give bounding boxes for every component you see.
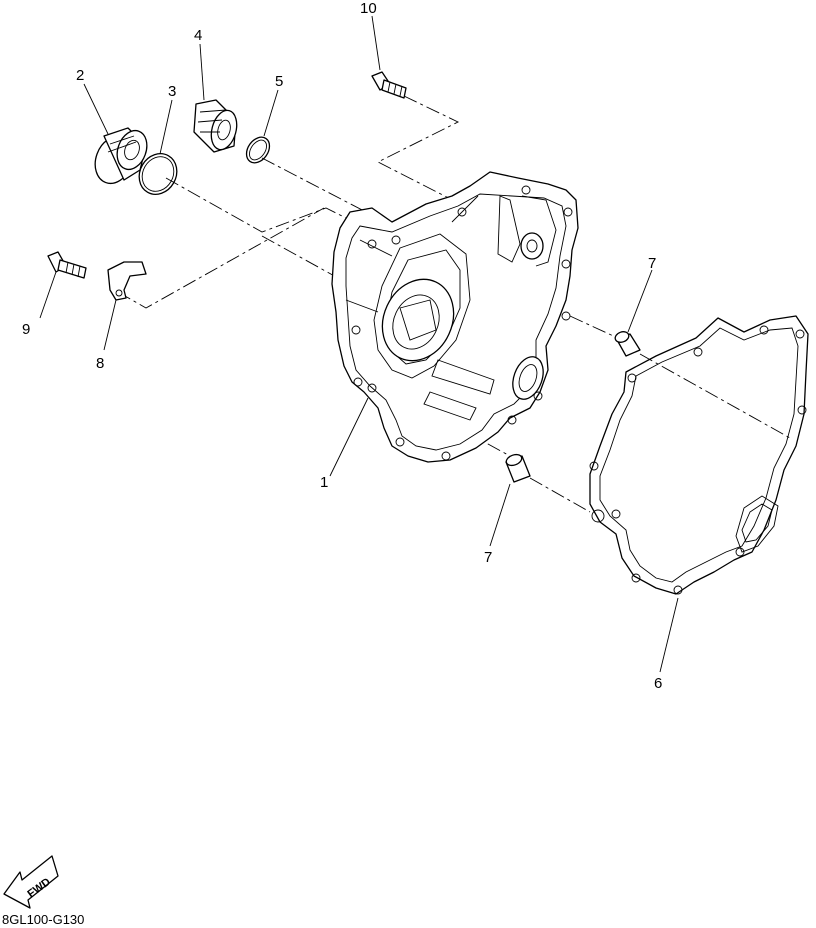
callout-3: 3: [168, 83, 176, 100]
dowel-pin-upper: [614, 331, 641, 357]
callout-8: 8: [96, 355, 104, 372]
leader-lines: [39, 15, 679, 673]
forward-arrow-icon: FWD: [3, 855, 59, 909]
callout-6: 6: [654, 675, 662, 692]
callout-1: 1: [320, 474, 328, 491]
cap: [193, 99, 238, 153]
callout-5: 5: [275, 73, 283, 90]
callout-7-upper: 7: [648, 255, 656, 272]
callout-labels: 10 2 3 4 5 9 8 1 7 7 6: [22, 0, 662, 692]
o-ring-large: [138, 153, 178, 195]
callout-4: 4: [194, 27, 202, 44]
plug: [94, 127, 148, 185]
callout-2: 2: [76, 67, 84, 84]
bolt-left: [47, 251, 87, 279]
callout-7-lower: 7: [484, 549, 492, 566]
diagram-code: 8GL100-G130: [2, 912, 84, 927]
callout-9: 9: [22, 321, 30, 338]
clamp: [107, 261, 147, 301]
dowel-pin-lower: [505, 453, 531, 483]
cover-gasket: [589, 315, 809, 595]
bolt-top: [371, 71, 407, 99]
crankcase-cover: [331, 171, 579, 463]
callout-10: 10: [360, 0, 377, 17]
o-ring-small: [245, 136, 271, 164]
